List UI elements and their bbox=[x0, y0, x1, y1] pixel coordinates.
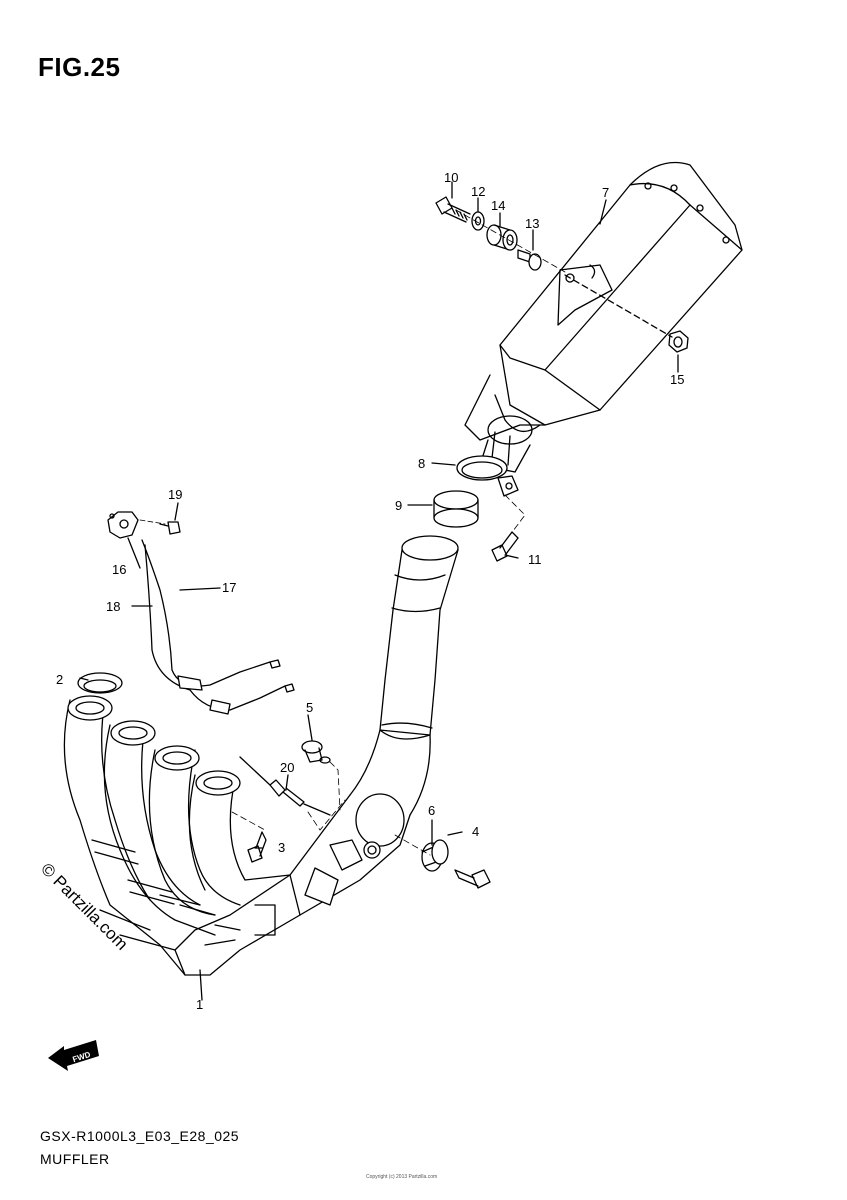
callout-4: 4 bbox=[472, 824, 479, 839]
callout-20: 20 bbox=[280, 760, 294, 775]
callout-1: 1 bbox=[196, 997, 203, 1012]
exhaust-pipe-part[interactable] bbox=[63, 535, 459, 976]
figure-name: MUFFLER bbox=[40, 1151, 110, 1167]
fwd-arrow-icon: FWD bbox=[48, 1040, 99, 1071]
screw-19-part[interactable] bbox=[159, 521, 181, 535]
figure-code: GSX-R1000L3_E03_E28_025 bbox=[40, 1128, 240, 1144]
sensor-cable-18-part[interactable] bbox=[144, 544, 295, 715]
sensor-cable-17-part[interactable] bbox=[141, 539, 281, 687]
washer-12-part[interactable] bbox=[471, 211, 485, 231]
gasket-2-part[interactable] bbox=[77, 672, 123, 694]
bolt-3-part[interactable] bbox=[247, 831, 267, 863]
callout-2: 2 bbox=[56, 672, 63, 687]
callout-11: 11 bbox=[528, 552, 542, 567]
cushion-6-part[interactable] bbox=[421, 839, 449, 872]
bolt-4-part[interactable] bbox=[454, 869, 491, 889]
callout-13: 13 bbox=[525, 216, 539, 231]
callout-3: 3 bbox=[278, 840, 285, 855]
bracket-16-part[interactable] bbox=[107, 511, 139, 539]
callout-labels: 1 2 3 4 5 6 7 8 9 10 11 12 13 14 15 16 1… bbox=[56, 170, 684, 1012]
callout-10: 10 bbox=[444, 170, 458, 185]
oxygen-sensor-20-part[interactable] bbox=[239, 756, 331, 816]
bolt-10-part[interactable] bbox=[435, 196, 471, 223]
figure-title: FIG.25 bbox=[38, 52, 121, 82]
bolt-5-part[interactable] bbox=[301, 740, 331, 764]
callout-9: 9 bbox=[395, 498, 402, 513]
callout-7: 7 bbox=[602, 185, 609, 200]
callout-15: 15 bbox=[670, 372, 684, 387]
callout-6: 6 bbox=[428, 803, 435, 818]
callout-16: 16 bbox=[112, 562, 126, 577]
gasket-9-part[interactable] bbox=[433, 490, 479, 528]
bush-14-part[interactable] bbox=[486, 224, 518, 251]
nut-15-part[interactable] bbox=[668, 330, 689, 353]
collar-13-part[interactable] bbox=[517, 249, 542, 271]
callout-5: 5 bbox=[306, 700, 313, 715]
callout-19: 19 bbox=[168, 487, 182, 502]
callout-18: 18 bbox=[106, 599, 120, 614]
callout-8: 8 bbox=[418, 456, 425, 471]
muffler-body-part[interactable] bbox=[464, 161, 743, 473]
callout-17: 17 bbox=[222, 580, 236, 595]
callout-12: 12 bbox=[471, 184, 485, 199]
copyright-note: Copyright (c) 2013 Partzilla.com bbox=[366, 1174, 438, 1180]
callout-14: 14 bbox=[491, 198, 505, 213]
clamp-8-part[interactable] bbox=[456, 455, 519, 497]
partzilla-watermark: © Partzilla.com bbox=[37, 859, 131, 953]
